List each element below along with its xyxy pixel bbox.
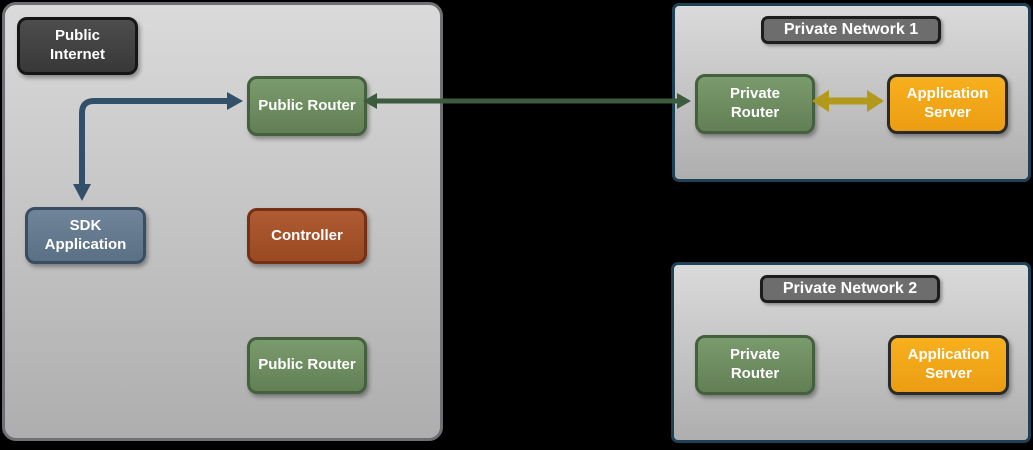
private-network-2-title: Private Network 2 bbox=[760, 275, 940, 303]
private-network-1-title-label: Private Network 1 bbox=[783, 21, 919, 38]
controller-label: Controller bbox=[271, 226, 343, 244]
private-network-1-application-server-label: Application Server bbox=[906, 85, 989, 121]
public-internet-label: Public Internet bbox=[49, 27, 105, 63]
private-network-2-title-label: Private Network 2 bbox=[782, 280, 918, 297]
controller-node: Controller bbox=[247, 208, 367, 264]
private-network-1-zone: Private Network 1 Private Router Applica… bbox=[672, 3, 1031, 182]
public-router-bottom-label: Public Router bbox=[258, 356, 356, 374]
private-network-1-title: Private Network 1 bbox=[761, 16, 941, 44]
public-internet-zone: Public Internet Public Router SDK Applic… bbox=[2, 2, 443, 441]
private-network-1-private-router-label: Private Router bbox=[729, 85, 781, 121]
public-internet-label-node: Public Internet bbox=[17, 17, 138, 75]
private-network-1-application-server-node: Application Server bbox=[887, 74, 1008, 134]
private-network-2-application-server-label: Application Server bbox=[907, 346, 990, 382]
sdk-application-label: SDK Application bbox=[44, 216, 127, 253]
public-router-top-label: Public Router bbox=[258, 96, 356, 114]
private-network-2-application-server-node: Application Server bbox=[888, 335, 1009, 395]
private-network-2-private-router-node: Private Router bbox=[695, 335, 815, 395]
private-network-1-private-router-node: Private Router bbox=[695, 74, 815, 134]
public-router-top-node: Public Router bbox=[247, 76, 367, 136]
private-network-2-private-router-label: Private Router bbox=[729, 346, 781, 382]
private-network-2-zone: Private Network 2 Private Router Applica… bbox=[671, 262, 1031, 443]
public-router-bottom-node: Public Router bbox=[247, 337, 367, 394]
sdk-application-node: SDK Application bbox=[25, 207, 146, 264]
